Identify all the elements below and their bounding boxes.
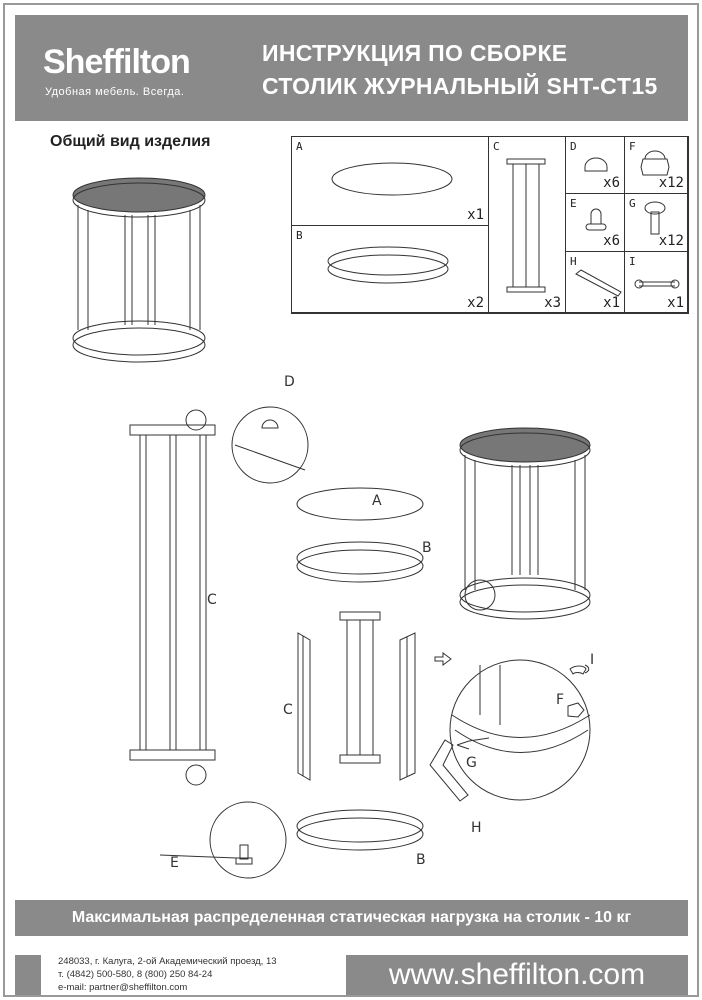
part-d: D x6	[565, 136, 625, 194]
parts-table: A x1 B x2 C x3 D x6 E x6 H x1 F x12 G x1…	[291, 136, 689, 314]
part-qty: x1	[467, 207, 484, 223]
part-a: A x1	[291, 136, 489, 226]
assembled-table-drawing	[429, 427, 591, 802]
label-d: D	[284, 374, 295, 390]
label-h: H	[471, 820, 482, 836]
part-label: I	[629, 255, 636, 268]
part-e: E x6	[565, 193, 625, 252]
part-label: B	[296, 229, 303, 242]
brand-logo: Sheffilton	[43, 43, 191, 81]
title-line-1: ИНСТРУКЦИЯ ПО СБОРКЕ	[262, 40, 568, 66]
part-label: E	[570, 197, 577, 210]
label-a: A	[372, 493, 382, 509]
page-border	[3, 3, 699, 997]
phone: т. (4842) 500-580, 8 (800) 250 84-24	[58, 969, 213, 980]
contact-info: 248033, г. Калуга, 2-ой Академический пр…	[58, 955, 277, 994]
label-g: G	[466, 755, 477, 771]
label-b-top: B	[422, 540, 432, 556]
part-label: F	[629, 140, 636, 153]
footer-decor-square	[15, 955, 41, 995]
label-i: I	[590, 652, 595, 668]
label-b-bottom: B	[416, 852, 426, 868]
max-load-note: Максимальная распределенная статическая …	[15, 900, 688, 936]
email[interactable]: e-mail: partner@sheffilton.com	[58, 982, 188, 993]
part-label: H	[570, 255, 577, 268]
part-b: B x2	[291, 225, 489, 314]
label-e: E	[170, 855, 179, 871]
part-f: F x12	[624, 136, 689, 194]
label-c-large: C	[207, 592, 217, 608]
part-label: C	[493, 140, 500, 153]
label-f: F	[556, 692, 565, 708]
part-qty: x1	[667, 295, 684, 311]
address: 248033, г. Калуга, 2-ой Академический пр…	[58, 956, 277, 967]
part-qty: x12	[658, 175, 684, 191]
website-link[interactable]: www.sheffilton.com	[346, 955, 688, 995]
overview-table-drawing	[72, 177, 206, 363]
part-qty: x6	[603, 233, 620, 249]
part-qty: x1	[603, 295, 620, 311]
part-qty: x6	[603, 175, 620, 191]
label-c-small: C	[283, 702, 293, 718]
header-band: Sheffilton Удобная мебель. Всегда. ИНСТР…	[15, 15, 688, 121]
title-line-2: СТОЛИК ЖУРНАЛЬНЫЙ SHT-CT15	[262, 73, 658, 99]
part-qty: x3	[544, 295, 561, 311]
part-qty: x12	[658, 233, 684, 249]
leg-c-large	[129, 406, 309, 879]
part-c: C x3	[488, 136, 566, 314]
part-qty: x2	[467, 295, 484, 311]
brand-tagline: Удобная мебель. Всегда.	[45, 86, 185, 98]
part-h: H x1	[565, 251, 625, 314]
part-g: G x12	[624, 193, 689, 252]
part-label: D	[570, 140, 577, 153]
part-label: A	[296, 140, 303, 153]
legs-exploded	[297, 611, 452, 781]
part-i: I x1	[624, 251, 689, 314]
overview-heading: Общий вид изделия	[50, 133, 211, 150]
document-title: ИНСТРУКЦИЯ ПО СБОРКЕ СТОЛИК ЖУРНАЛЬНЫЙ S…	[262, 37, 658, 103]
part-label: G	[629, 197, 636, 210]
